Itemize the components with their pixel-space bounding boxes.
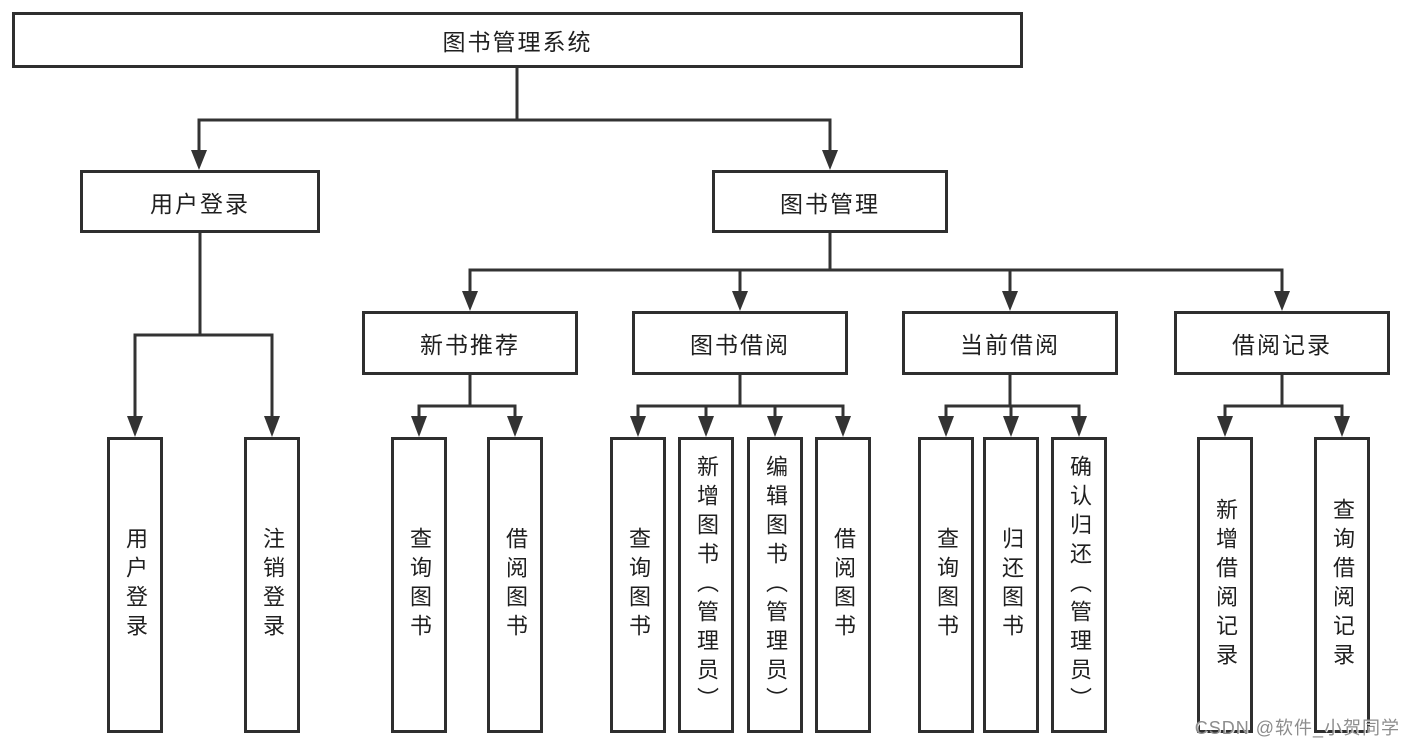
node-leaf-user-login-label: 用户登录 [123,527,148,643]
node-leaf-query-books-current-label: 查询图书 [934,527,959,643]
node-leaf-return-books-label: 归还图书 [999,527,1024,643]
node-new-book-recommendation: 新书推荐 [362,311,578,375]
node-user-login: 用户登录 [80,170,320,233]
node-leaf-edit-books-admin-label: 编辑图书（管理员） [763,454,788,716]
node-leaf-borrow-books-recommend: 借阅图书 [487,437,543,733]
node-leaf-query-books-recommend-label: 查询图书 [407,527,432,643]
node-leaf-query-books-recommend: 查询图书 [391,437,447,733]
node-leaf-query-books-current: 查询图书 [918,437,974,733]
node-book-management-label: 图书管理 [780,190,880,217]
node-leaf-user-login: 用户登录 [107,437,163,733]
node-root: 图书管理系统 [12,12,1023,68]
node-leaf-return-books: 归还图书 [983,437,1039,733]
node-leaf-query-books-borrow: 查询图书 [610,437,666,733]
node-current-borrow-label: 当前借阅 [960,332,1060,358]
node-leaf-query-borrow-record: 查询借阅记录 [1314,437,1370,733]
watermark: CSDN @软件_小贺同学 [1194,718,1400,738]
node-leaf-edit-books-admin: 编辑图书（管理员） [747,437,803,733]
node-book-borrow-label: 图书借阅 [690,332,790,358]
node-leaf-confirm-return-admin-label: 确认归还（管理员） [1067,454,1092,716]
node-current-borrow: 当前借阅 [902,311,1118,375]
node-leaf-add-borrow-record: 新增借阅记录 [1197,437,1253,733]
node-borrow-records: 借阅记录 [1174,311,1390,375]
node-leaf-add-books-admin: 新增图书（管理员） [678,437,734,733]
node-leaf-borrow-books-label: 借阅图书 [831,527,856,643]
node-user-login-label: 用户登录 [150,190,250,217]
node-leaf-confirm-return-admin: 确认归还（管理员） [1051,437,1107,733]
node-book-management: 图书管理 [712,170,948,233]
node-new-book-recommendation-label: 新书推荐 [420,332,520,358]
node-leaf-query-books-borrow-label: 查询图书 [626,527,651,643]
node-leaf-add-books-admin-label: 新增图书（管理员） [694,454,719,716]
node-leaf-borrow-books-recommend-label: 借阅图书 [503,527,528,643]
node-book-borrow: 图书借阅 [632,311,848,375]
node-leaf-logout-label: 注销登录 [260,527,285,643]
node-leaf-query-borrow-record-label: 查询借阅记录 [1330,498,1355,672]
node-leaf-borrow-books: 借阅图书 [815,437,871,733]
node-leaf-logout: 注销登录 [244,437,300,733]
node-borrow-records-label: 借阅记录 [1232,332,1332,358]
node-leaf-add-borrow-record-label: 新增借阅记录 [1213,498,1238,672]
node-root-label: 图书管理系统 [442,29,593,55]
